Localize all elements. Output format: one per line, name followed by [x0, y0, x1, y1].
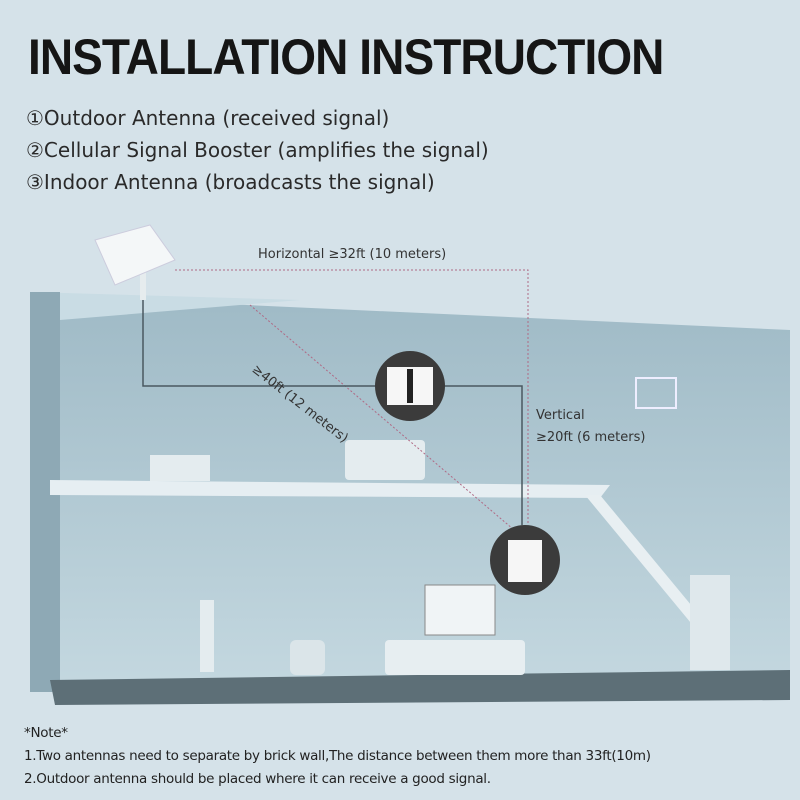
- note-line-2: 2.Outdoor antenna should be placed where…: [24, 771, 491, 787]
- shelf: [690, 575, 730, 670]
- note-heading: *Note*: [24, 725, 68, 741]
- horizontal-distance-label: Horizontal ≥32ft (10 meters): [258, 247, 447, 262]
- staircase: [585, 495, 720, 640]
- vertical-distance-value: ≥20ft (6 meters): [536, 430, 646, 445]
- legend-outdoor-antenna: ①Outdoor Antenna (received signal): [26, 106, 390, 130]
- horizontal-guide: [175, 269, 529, 525]
- diagonal-guide: [249, 304, 521, 536]
- legend-signal-booster: ②Cellular Signal Booster (amplifies the …: [26, 138, 489, 162]
- indoor-antenna-icon: [490, 525, 560, 595]
- note-line-1: 1.Two antennas need to separate by brick…: [24, 748, 651, 764]
- outdoor-antenna-icon: [94, 224, 176, 300]
- page-title: INSTALLATION INSTRUCTION: [28, 29, 664, 85]
- legend-indoor-antenna: ③Indoor Antenna (broadcasts the signal): [26, 170, 435, 194]
- sofa: [385, 640, 525, 675]
- tv: [424, 584, 496, 636]
- dresser: [150, 455, 210, 481]
- speaker: [200, 600, 214, 672]
- vertical-distance-label: Vertical: [536, 408, 585, 423]
- signal-booster-icon: [375, 351, 445, 421]
- roof-slab: [30, 292, 300, 320]
- upper-floor-slab: [50, 480, 610, 498]
- ground-floor: [50, 670, 790, 705]
- bed: [345, 440, 425, 480]
- armchair: [290, 640, 325, 675]
- basketball-hoop-icon: [635, 377, 677, 409]
